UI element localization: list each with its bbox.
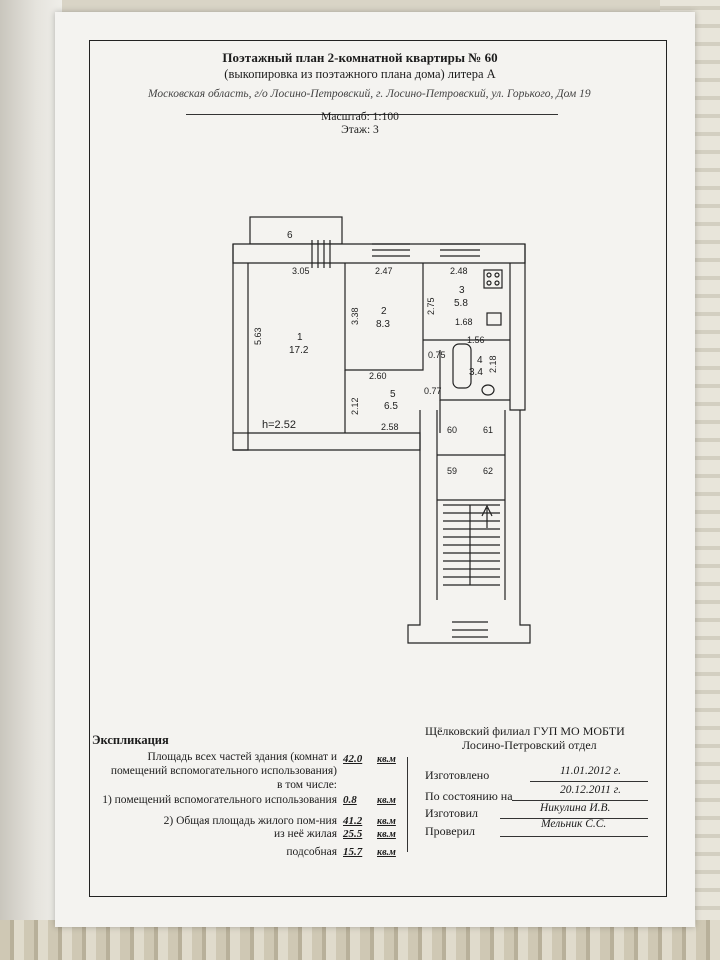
landing-lines [437,454,505,501]
balcony-outline [249,216,343,245]
maker-value: Никулина И.В. [540,802,611,814]
room-2-number: 2 [381,306,387,317]
stair-steps [443,504,500,586]
explication-total-value: 42.0 [343,753,363,765]
room-1-number: 1 [297,332,303,343]
room-1-area: 17.2 [289,345,309,356]
plan-subtitle: (выкопировка из поэтажного плана дома) л… [224,67,496,81]
stove-icon [483,269,503,289]
explication-aux-value: 0.8 [343,794,357,806]
room-5-number: 5 [390,389,396,400]
dim-5-63: 5.63 [253,327,263,345]
explication-living-value: 25.5 [343,828,363,840]
stairwell-walls [407,410,531,644]
checker-value: Мельник С.С. [541,818,607,830]
window-1 [311,240,331,268]
explication-aux-unit: кв.м [377,795,396,806]
room-4-number: 4 [477,355,483,366]
address: Московская область, г/о Лосино-Петровски… [148,88,591,100]
explication-row-aux: 1) помещений вспомогательного использова… [102,794,337,806]
dim-2-12: 2.12 [350,397,360,415]
made-label: Изготовлено [425,768,490,782]
state-label: По состоянию на [425,789,513,803]
dim-2-58: 2.58 [381,422,399,432]
sink-icon [486,312,502,326]
stair-unit-60: 60 [447,425,457,435]
dim-1-68: 1.68 [455,317,473,327]
maker-label: Изготовил [425,806,479,820]
room-3-number: 3 [459,285,465,296]
document-sheet [55,12,695,927]
stair-unit-61: 61 [483,425,493,435]
scale: Масштаб: 1:100 [321,111,399,123]
left-exterior-wall [232,244,249,451]
document-frame [89,40,667,897]
dim-2-18: 2.18 [488,355,498,373]
bottom-wall [233,432,421,451]
explication-total-living-unit: кв.м [377,816,396,827]
maker-line [500,818,648,819]
made-line [530,781,648,782]
room-2-walls [344,263,424,371]
dim-2-48: 2.48 [450,266,468,276]
checker-label: Проверил [425,824,475,838]
background-left [0,0,62,960]
header-underline [186,114,558,115]
checker-line [500,836,648,837]
stairwell-inner-walls [436,410,506,600]
org-name: Щёлковский филиал ГУП МО МОБТИ [425,724,625,738]
room-5-area: 6.5 [384,401,398,412]
explication-total-unit: кв.м [377,754,396,765]
explication-row-living: из неё жилая [273,828,337,840]
explication-row-total-line2: помещений вспомогательного использования… [110,765,337,777]
dim-0-77: 0.77 [424,386,442,396]
explication-living-unit: кв.м [377,829,396,840]
stair-arrow-icon [481,504,493,528]
stair-unit-59: 59 [447,466,457,476]
window-2 [372,243,410,257]
room-2-area: 8.3 [376,319,390,330]
dept-name: Лосино-Петровский отдел [462,738,597,752]
floor: Этаж: 3 [341,124,379,136]
info-vertical-rule [407,757,409,852]
explication-row-total-line1: Площадь всех частей здания (комнат и [147,751,337,763]
toilet-icon [481,384,495,396]
room-3-area: 5.8 [454,298,468,309]
explication-utility-value: 15.7 [343,846,363,858]
bathtub-icon [452,343,472,389]
balcony-label: 6 [287,230,293,241]
dim-3-38: 3.38 [350,307,360,325]
explication-title: Экспликация [92,733,169,747]
room-5-walls [344,370,441,433]
room-4-walls [439,350,510,401]
room-4-area: 3.4 [469,367,483,378]
ceiling-height: h=2.52 [262,419,296,431]
state-value: 20.12.2011 г. [560,784,621,796]
explication-row-utility: подсобная [286,846,337,858]
dim-0-75: 0.75 [428,350,446,360]
right-exterior-wall [509,244,526,411]
stair-window [452,621,488,638]
explication-row-total-living: 2) Общая площадь жилого пом-ния [163,815,337,827]
explication-utility-unit: кв.м [377,847,396,858]
explication-total-living-value: 41.2 [343,815,363,827]
dim-2-47: 2.47 [375,266,393,276]
dim-2-75: 2.75 [426,297,436,315]
dim-3-05: 3.05 [292,266,310,276]
window-3 [440,243,480,257]
dim-2-60: 2.60 [369,371,387,381]
plan-title: Поэтажный план 2-комнатной квартиры № 60 [222,50,498,65]
stair-unit-62: 62 [483,466,493,476]
explication-row-including: в том числе: [277,779,337,791]
dim-1-56: 1.56 [467,335,485,345]
state-line [512,800,648,801]
top-exterior-wall [232,243,526,264]
made-value: 11.01.2012 г. [560,765,621,777]
